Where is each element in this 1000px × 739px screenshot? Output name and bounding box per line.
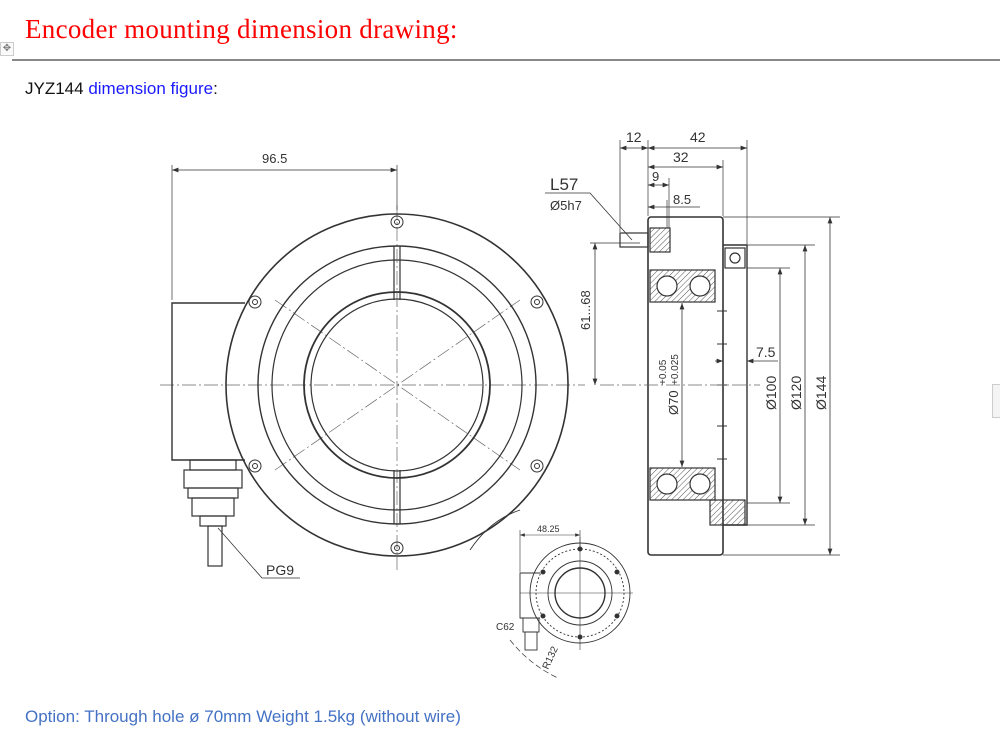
small-view: 48.25 C62 R132 bbox=[469, 509, 633, 679]
dia-144: Ø144 bbox=[813, 376, 829, 410]
option-caption: Option: Through hole ø 70mm Weight 1.5kg… bbox=[25, 707, 461, 726]
small-width-dim: 48.25 bbox=[537, 524, 560, 534]
dim-32: 32 bbox=[673, 149, 689, 165]
dim-7-5: 7.5 bbox=[756, 344, 776, 360]
side-panel-handle[interactable] bbox=[992, 384, 1000, 418]
subtitle: JYZ144 dimension figure: bbox=[25, 79, 218, 99]
heading-divider bbox=[12, 59, 1000, 61]
pg9-label: PG9 bbox=[266, 562, 294, 578]
side-view: 12 42 32 9 8.5 L57 Ø5h7 61...68 Ø70 +0.0… bbox=[545, 129, 840, 556]
dia-100: Ø100 bbox=[763, 376, 779, 410]
dim-12: 12 bbox=[626, 129, 642, 145]
front-view: 96.5 PG9 bbox=[160, 151, 585, 579]
page-heading: Encoder mounting dimension drawing: bbox=[25, 14, 458, 44]
model-name: JYZ144 bbox=[25, 79, 84, 98]
bore-tol-upper: +0.05 bbox=[658, 359, 669, 385]
dim-61-68: 61...68 bbox=[578, 290, 593, 330]
shaft-dia-label: Ø5h7 bbox=[550, 198, 582, 213]
dimension-figure-link[interactable]: dimension figure bbox=[88, 79, 214, 98]
bore-dia: Ø70 bbox=[666, 390, 681, 415]
front-width-dim: 96.5 bbox=[262, 151, 287, 166]
dim-8-5: 8.5 bbox=[673, 192, 691, 207]
shaft-length-label: L57 bbox=[550, 175, 578, 194]
dim-42: 42 bbox=[690, 129, 706, 145]
table-move-handle-icon[interactable]: ✥ bbox=[0, 42, 14, 56]
radius-label: R132 bbox=[541, 645, 561, 672]
connector-label: C62 bbox=[496, 622, 515, 633]
dim-9: 9 bbox=[652, 169, 659, 184]
bolt-holes bbox=[248, 215, 544, 555]
subtitle-suffix: : bbox=[213, 79, 218, 98]
dia-120: Ø120 bbox=[788, 376, 804, 410]
bore-tol-lower: +0.025 bbox=[670, 354, 681, 385]
